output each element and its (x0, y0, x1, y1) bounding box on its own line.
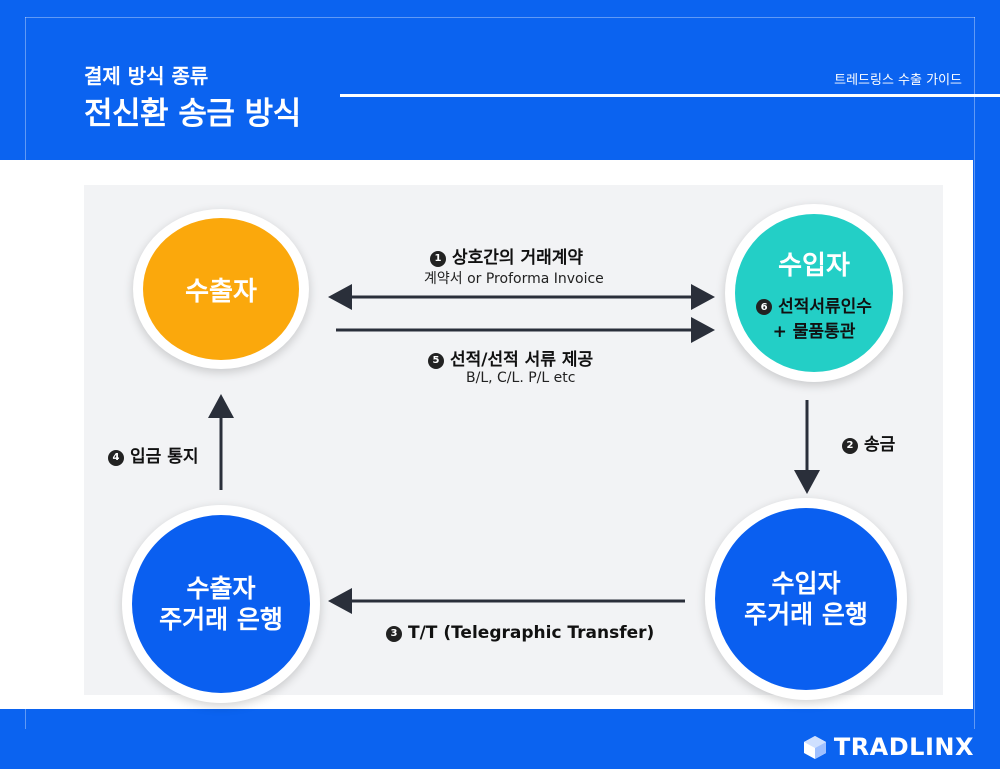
arrow-contract (328, 284, 715, 310)
step-5-text: 선적/선적 서류 제공 (450, 350, 594, 370)
step-2-text: 송금 (864, 435, 896, 455)
exporter-label: 수출자 (185, 276, 257, 307)
step-2-badge: 2 (842, 437, 858, 454)
step-3-text: T/T (Telegraphic Transfer) (408, 623, 655, 643)
arrow-tt (328, 588, 685, 614)
importer-label: 수입자 (778, 250, 850, 281)
guide-label: 트레드링스 수출 가이드 (834, 73, 962, 88)
step-5-label: 5 선적/선적 서류 제공 (428, 345, 593, 370)
importer-bank-line2: 주거래 은행 (744, 600, 868, 629)
step-2-label: 2 송금 (842, 430, 895, 455)
step-1-label: 1 상호간의 거래계약 (430, 243, 583, 268)
step-5-badge: 5 (428, 352, 444, 369)
arrow-shipping (336, 317, 715, 343)
exporter-bank-line2: 주거래 은행 (159, 605, 283, 634)
frame-line-top (25, 17, 975, 18)
title-rule (340, 94, 1000, 97)
importer-node: 수입자 6 선적서류인수 + 물품통관 (725, 204, 903, 382)
arrow-notice (208, 394, 234, 490)
step-5-sub: B/L, C/L. P/L etc (466, 370, 576, 386)
step-4-badge: 4 (108, 449, 124, 466)
arrow-remit (794, 400, 820, 494)
logo-cube-icon (803, 736, 826, 759)
header-subtitle: 결제 방식 종류 (84, 64, 209, 88)
step-6-badge: 6 (756, 299, 773, 315)
logo-text: TRADLINX (833, 733, 974, 761)
exporter-bank-line1: 수출자 (186, 573, 256, 603)
importer-bank-line1: 수입자 (771, 568, 841, 598)
page-title: 전신환 송금 방식 (84, 96, 301, 132)
step-1-badge: 1 (430, 250, 446, 267)
importer-bank-node: 수입자 주거래 은행 (705, 498, 907, 700)
importer-note-line2: + 물품통관 (772, 321, 856, 342)
step-3-label: 3 T/T (Telegraphic Transfer) (386, 623, 654, 643)
exporter-bank-node: 수출자 주거래 은행 (122, 505, 320, 703)
step-4-label: 4 입금 통지 (108, 442, 198, 467)
step-1-text: 상호간의 거래계약 (452, 248, 584, 268)
step-1-sub: 계약서 or Proforma Invoice (424, 271, 604, 287)
importer-note-line1: 6 선적서류인수 (756, 292, 872, 317)
importer-note: 선적서류인수 (778, 296, 872, 317)
step-4-text: 입금 통지 (130, 447, 199, 467)
exporter-node: 수출자 (133, 209, 309, 369)
frame-line-right (974, 17, 975, 729)
tradlinx-logo: TRADLINX (802, 733, 974, 761)
step-3-badge: 3 (386, 625, 402, 642)
